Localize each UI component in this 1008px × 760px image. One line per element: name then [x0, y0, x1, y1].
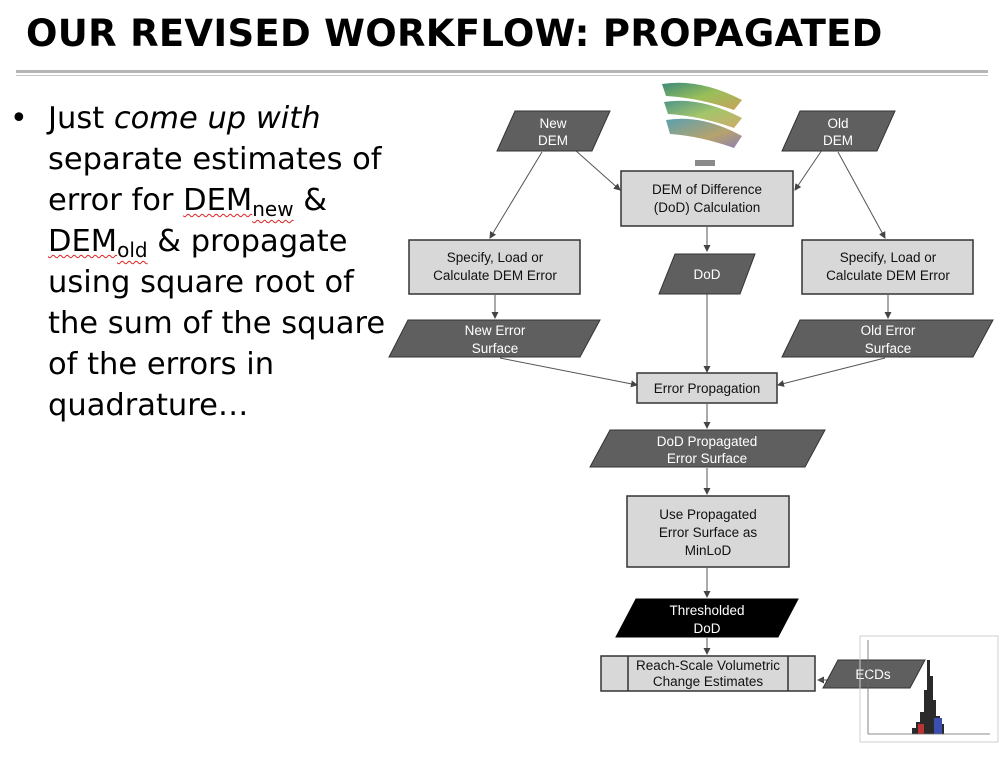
reach-scale-estimates-node: Reach-Scale Volumetric Change Estimates: [600, 655, 816, 692]
svg-text:DoD: DoD: [693, 621, 720, 636]
svg-text:DoD Propagated: DoD Propagated: [657, 434, 758, 449]
svg-text:Surface: Surface: [865, 341, 912, 356]
dem-terrain-thumbnail: [662, 82, 742, 166]
ecd-histogram-thumbnail: [859, 635, 999, 743]
svg-text:ECDs: ECDs: [855, 667, 891, 682]
new-dem-node: New DEM: [496, 110, 611, 152]
svg-text:Specify, Load or: Specify, Load or: [447, 250, 544, 265]
bullet-text: Just come up with separate estimates of …: [48, 101, 386, 423]
svg-text:New Error: New Error: [465, 323, 526, 338]
old-error-surface-node: Old Error Surface: [781, 319, 994, 358]
thresholded-dod-node: Thresholded DoD: [615, 598, 799, 638]
ecds-node: ECDs: [822, 659, 926, 689]
svg-text:Calculate DEM Error: Calculate DEM Error: [433, 268, 557, 283]
svg-text:Calculate DEM Error: Calculate DEM Error: [826, 268, 950, 283]
svg-text:Thresholded: Thresholded: [669, 603, 744, 618]
old-dem-node: Old DEM: [781, 110, 896, 152]
svg-text:Error Propagation: Error Propagation: [654, 381, 761, 396]
dod-propagated-error-surface-node: DoD Propagated Error Surface: [589, 429, 826, 468]
bullet-dot-icon: •: [10, 101, 28, 136]
svg-text:Specify, Load or: Specify, Load or: [840, 250, 937, 265]
svg-text:Old: Old: [827, 116, 848, 131]
svg-text:Error Surface: Error Surface: [667, 451, 747, 466]
svg-text:(DoD) Calculation: (DoD) Calculation: [654, 200, 761, 215]
new-error-surface-node: New Error Surface: [388, 319, 601, 358]
specify-dem-error-right-node: Specify, Load or Calculate DEM Error: [801, 239, 974, 295]
dod-node: DoD: [658, 253, 756, 295]
svg-text:Error Surface as: Error Surface as: [659, 525, 758, 540]
svg-text:Change Estimates: Change Estimates: [653, 674, 764, 689]
svg-text:New: New: [539, 116, 566, 131]
title-divider-thin: [16, 75, 988, 76]
use-propagated-error-surface-node: Use Propagated Error Surface as MinLoD: [626, 495, 790, 568]
svg-text:Use Propagated: Use Propagated: [659, 507, 757, 522]
svg-text:MinLoD: MinLoD: [685, 543, 732, 558]
dod-calculation-node: DEM of Difference (DoD) Calculation: [620, 170, 794, 227]
svg-text:Old Error: Old Error: [861, 323, 916, 338]
slide-title: OUR REVISED WORKFLOW: PROPAGATED: [26, 12, 883, 55]
error-propagation-node: Error Propagation: [636, 372, 778, 404]
svg-text:DEM of Difference: DEM of Difference: [652, 182, 762, 197]
svg-text:DEM: DEM: [823, 133, 853, 148]
svg-text:DEM: DEM: [538, 133, 568, 148]
specify-dem-error-left-node: Specify, Load or Calculate DEM Error: [408, 239, 581, 295]
svg-text:Reach-Scale Volumetric: Reach-Scale Volumetric: [636, 658, 780, 673]
title-divider: [16, 70, 988, 73]
svg-text:DoD: DoD: [693, 267, 720, 282]
svg-text:Surface: Surface: [472, 341, 519, 356]
